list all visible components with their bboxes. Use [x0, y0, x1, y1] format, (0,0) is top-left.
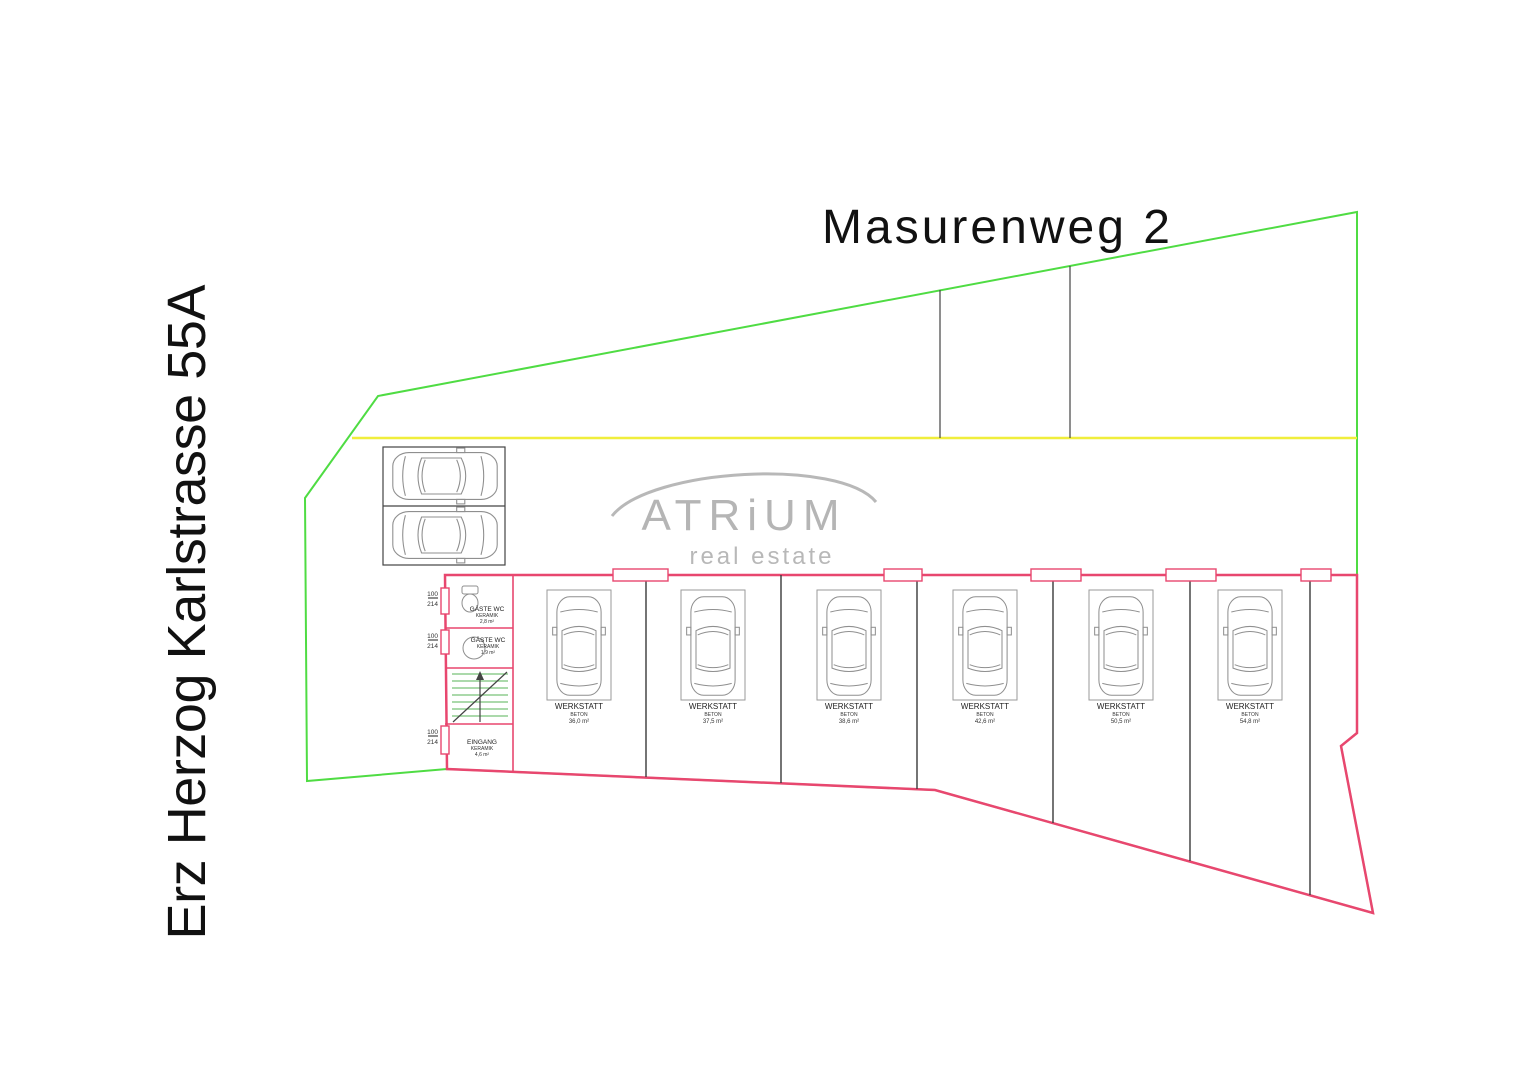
svg-text:214: 214	[427, 643, 438, 650]
svg-text:KERAMIK: KERAMIK	[471, 746, 494, 752]
parking-stall	[680, 589, 746, 701]
door-marker	[440, 629, 450, 655]
unit-label: WERKSTATT	[961, 702, 1009, 711]
svg-text:KERAMIK: KERAMIK	[477, 644, 500, 650]
svg-text:GÄSTE WC: GÄSTE WC	[471, 636, 506, 644]
stair-arrow	[476, 671, 484, 680]
unit-material: BETON	[570, 712, 588, 718]
street-label-top: Masurenweg 2	[822, 201, 1170, 254]
car-icon	[392, 447, 498, 505]
service-rooms: 100 214 100 214 100 214 GÄSTE WC KERAMIK…	[427, 585, 513, 758]
unit-area: 37,5 m²	[703, 719, 723, 725]
unit-material: BETON	[1112, 712, 1130, 718]
unit-area: 36,0 m²	[569, 719, 589, 725]
garage-door-marker	[883, 568, 923, 582]
parking-stall	[1088, 589, 1154, 701]
car-icon	[1094, 596, 1148, 696]
door-dimension: 100 214	[427, 591, 438, 608]
svg-text:KERAMIK: KERAMIK	[476, 613, 499, 619]
workshop-unit-2: WERKSTATT BETON 37,5 m²	[680, 589, 746, 725]
svg-text:214: 214	[427, 601, 438, 608]
door-dimension: 100 214	[427, 729, 438, 746]
unit-material: BETON	[976, 712, 994, 718]
toilet-tank-icon	[461, 585, 479, 595]
door-dimension: 100 214	[427, 633, 438, 650]
workshop-unit-4: WERKSTATT BETON 42,6 m²	[952, 589, 1018, 725]
toilet-icon	[461, 593, 479, 613]
svg-text:GÄSTE WC: GÄSTE WC	[470, 605, 505, 613]
garage-door-marker	[1300, 568, 1332, 582]
parking-stall	[816, 589, 882, 701]
unit-material: BETON	[704, 712, 722, 718]
unit-area: 42,6 m²	[975, 719, 995, 725]
garage-door-markers	[612, 568, 1332, 582]
garage-door-marker	[1030, 568, 1082, 582]
watermark-logo: ATRiUM real estate	[610, 472, 878, 570]
parking-stall	[1217, 589, 1283, 701]
door-marker	[440, 725, 450, 755]
unit-area: 50,5 m²	[1111, 719, 1131, 725]
watermark-brand: ATRiUM	[642, 491, 847, 540]
room-guest-wc-2: GÄSTE WC KERAMIK 1,9 m²	[462, 636, 506, 660]
svg-text:2,8 m²: 2,8 m²	[480, 619, 495, 625]
unit-label: WERKSTATT	[1097, 702, 1145, 711]
turning-circle-icon	[462, 636, 486, 660]
svg-text:214: 214	[427, 739, 438, 746]
workshop-unit-5: WERKSTATT BETON 50,5 m²	[1088, 589, 1154, 725]
street-label-left: Erz Herzog Karlstrasse 55A	[157, 285, 217, 940]
building-outline	[443, 573, 1375, 915]
car-icon	[822, 596, 876, 696]
workshop-unit-3: WERKSTATT BETON 38,6 m²	[816, 589, 882, 725]
workshop-unit-1: WERKSTATT BETON 36,0 m²	[546, 589, 612, 725]
watermark-arc	[610, 472, 878, 517]
unit-label: WERKSTATT	[1226, 702, 1274, 711]
svg-text:100: 100	[427, 633, 438, 640]
car-icon	[1223, 596, 1277, 696]
unit-material: BETON	[840, 712, 858, 718]
car-icon	[392, 506, 498, 564]
svg-text:EINGANG: EINGANG	[467, 739, 497, 746]
watermark-tagline: real estate	[689, 543, 834, 570]
unit-label: WERKSTATT	[689, 702, 737, 711]
parking-stall	[952, 589, 1018, 701]
car-icon	[686, 596, 740, 696]
outdoor-parking	[382, 446, 506, 566]
unit-material: BETON	[1241, 712, 1259, 718]
car-icon	[552, 596, 606, 696]
door-marker	[440, 587, 450, 615]
svg-text:100: 100	[427, 591, 438, 598]
car-icon	[958, 596, 1012, 696]
unit-dividers	[512, 575, 1311, 895]
parking-stall	[546, 589, 612, 701]
unit-label: WERKSTATT	[825, 702, 873, 711]
unit-label: WERKSTATT	[555, 702, 603, 711]
unit-area: 38,6 m²	[839, 719, 859, 725]
svg-text:1,9 m²: 1,9 m²	[481, 650, 496, 656]
garage-door-marker	[1165, 568, 1217, 582]
garage-door-marker	[612, 568, 669, 582]
workshop-unit-6: WERKSTATT BETON 54,8 m²	[1217, 589, 1283, 725]
stairs	[452, 671, 508, 723]
room-guest-wc-1: GÄSTE WC KERAMIK 2,8 m²	[461, 585, 505, 625]
svg-text:4,6 m²: 4,6 m²	[475, 752, 490, 758]
svg-text:100: 100	[427, 729, 438, 736]
room-entrance: EINGANG KERAMIK 4,6 m²	[467, 739, 497, 758]
unit-area: 54,8 m²	[1240, 719, 1260, 725]
